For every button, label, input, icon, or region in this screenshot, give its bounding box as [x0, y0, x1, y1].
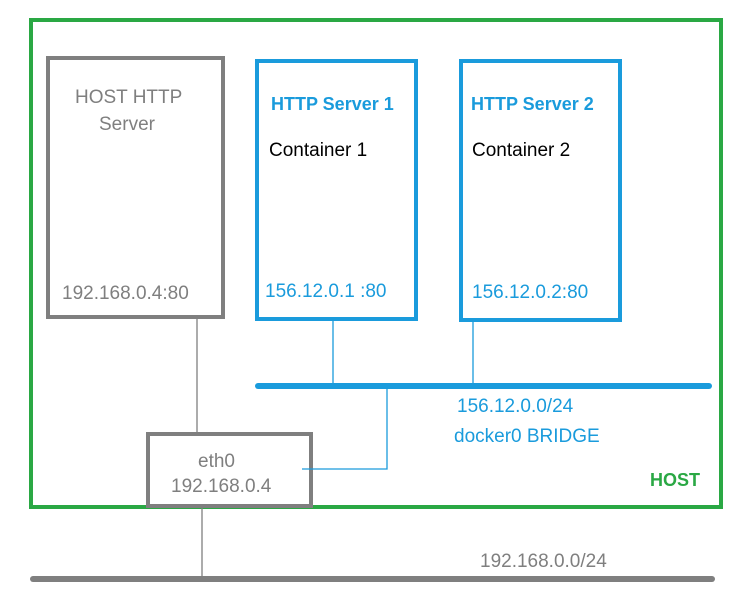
host-server-title-line1: HOST HTTP [75, 87, 183, 108]
container1-title: HTTP Server 1 [271, 94, 394, 114]
eth0-address: 192.168.0.4 [171, 476, 272, 497]
eth0-box [146, 432, 313, 508]
host-label: HOST [650, 470, 701, 490]
bridge-eth0-link [302, 389, 388, 470]
container2-title: HTTP Server 2 [471, 94, 594, 114]
container1-name: Container 1 [269, 140, 368, 161]
eth0-name: eth0 [198, 451, 235, 472]
bridge-name: docker0 BRIDGE [454, 426, 600, 447]
lan-subnet: 192.168.0.0/24 [480, 551, 607, 572]
container1-address: 156.12.0.1 :80 [265, 281, 387, 302]
container2-address: 156.12.0.2:80 [472, 282, 589, 303]
host-http-server-box [46, 56, 225, 319]
host-server-address: 192.168.0.4:80 [62, 283, 189, 304]
host-boundary-box [29, 18, 723, 509]
container1-box [255, 59, 418, 321]
container2-box [459, 59, 622, 322]
bridge-subnet: 156.12.0.0/24 [457, 396, 574, 417]
host-server-title-line2: Server [99, 114, 155, 135]
container2-name: Container 2 [472, 140, 571, 161]
